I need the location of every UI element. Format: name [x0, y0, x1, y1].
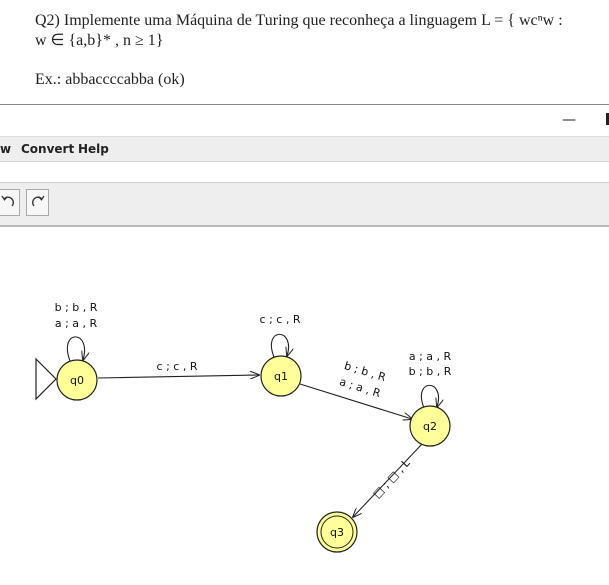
- initial-state-arrow: [35, 357, 57, 401]
- loop-q1[interactable]: [271, 333, 288, 357]
- transition-q1-q2[interactable]: [299, 383, 412, 419]
- menu-bar: w Convert Help: [0, 136, 609, 162]
- title-bar: —: [0, 105, 609, 135]
- toolbar: [0, 182, 609, 227]
- label-q0-loop-a: a ; a , R: [55, 317, 98, 330]
- question-line-2: w ∈ {a,b}* , n ≥ 1}: [35, 32, 164, 49]
- loop-q0[interactable]: [66, 336, 84, 361]
- question-example: Ex.: abbaccccabba (ok): [35, 71, 185, 88]
- maximize-button[interactable]: [606, 113, 609, 125]
- redo-button[interactable]: [26, 189, 49, 216]
- label-q0-q1-c: c ; c , R: [157, 360, 198, 373]
- undo-icon: [1, 195, 14, 207]
- label-q2-loop-b: b ; b , R: [409, 365, 452, 378]
- state-q1[interactable]: q1: [260, 355, 302, 397]
- label-q2-q3-blank: □ ; □ , L: [370, 456, 413, 501]
- redo-icon: [32, 195, 45, 207]
- transition-q2-q3[interactable]: [353, 443, 423, 517]
- menu-help[interactable]: Help: [78, 142, 109, 156]
- automaton-diagram: q0 q1 q2 q3 b ; b , R a ; a , R: [35, 301, 452, 553]
- state-q2-label: q2: [423, 420, 437, 433]
- loop-q2[interactable]: [421, 384, 438, 408]
- label-q0-loop-b: b ; b , R: [55, 301, 98, 314]
- undo-button[interactable]: [0, 189, 20, 216]
- transition-q0-q1[interactable]: [97, 375, 259, 378]
- menu-view[interactable]: w: [0, 142, 12, 156]
- jflap-window: — w Convert Help: [0, 104, 609, 585]
- question-line-1: Q2) Implemente uma Máquina de Turing que…: [35, 12, 563, 29]
- state-q0[interactable]: q0: [56, 359, 98, 401]
- label-q1-loop-c: c ; c , R: [260, 313, 301, 326]
- menu-convert[interactable]: Convert: [21, 142, 75, 156]
- question-text: Q2) Implemente uma Máquina de Turing que…: [35, 11, 605, 90]
- state-q0-label: q0: [70, 374, 84, 387]
- label-q2-loop-a: a ; a , R: [409, 350, 452, 363]
- minimize-button[interactable]: —: [562, 112, 576, 128]
- state-q3[interactable]: q3: [316, 511, 358, 553]
- automaton-canvas[interactable]: q0 q1 q2 q3 b ; b , R a ; a , R: [0, 227, 609, 585]
- state-q1-label: q1: [274, 370, 288, 383]
- state-q3-label: q3: [330, 526, 344, 539]
- state-q2[interactable]: q2: [409, 405, 451, 447]
